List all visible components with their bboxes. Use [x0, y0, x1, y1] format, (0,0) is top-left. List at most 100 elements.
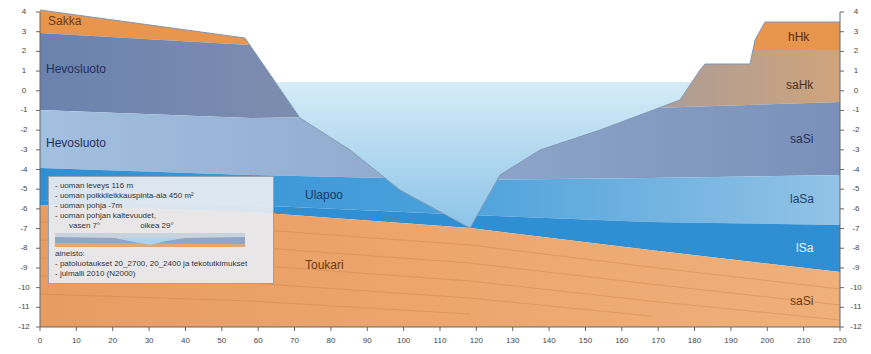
- axis-tick: [840, 228, 844, 229]
- axis-tick: [36, 149, 40, 150]
- axis-tick: [840, 51, 844, 52]
- axis-number: 1: [22, 66, 26, 76]
- axis-number: 180: [688, 336, 701, 346]
- axis-tick: [803, 327, 804, 331]
- axis-number: 210: [797, 336, 810, 346]
- axis-tick: [840, 90, 844, 91]
- axis-number: 60: [254, 336, 263, 346]
- axis-tick: [840, 287, 844, 288]
- layer-label: Hevosluoto: [46, 136, 106, 150]
- layer-label: saHk: [786, 78, 813, 92]
- axis-number: 30: [145, 336, 154, 346]
- axis-tick: [36, 228, 40, 229]
- info-text: - julmalli 2010 (N2000): [55, 269, 267, 279]
- layer-label: hHk: [788, 30, 809, 44]
- axis-tick: [330, 327, 331, 331]
- info-box: - uoman leveys 116 m- uoman poikkileikka…: [48, 176, 274, 284]
- axis-number: 130: [506, 336, 519, 346]
- axis-number: -3: [20, 145, 27, 155]
- info-text: - uoman leveys 116 m: [55, 181, 267, 191]
- axis-number: 140: [542, 336, 555, 346]
- axis-number: 0: [854, 86, 858, 96]
- axis-tick: [840, 110, 844, 111]
- axis-tick: [36, 90, 40, 91]
- axis-tick: [658, 327, 659, 331]
- axis-number: 200: [761, 336, 774, 346]
- axis-number: 50: [217, 336, 226, 346]
- axis-number: -7: [20, 224, 27, 234]
- axis-number: 70: [290, 336, 299, 346]
- axis-tick: [840, 327, 841, 331]
- info-text: - uoman pohja -7m: [55, 201, 267, 211]
- axis-tick: [36, 169, 40, 170]
- axis-number: -8: [852, 243, 859, 253]
- axis-tick: [149, 327, 150, 331]
- axis-tick: [36, 51, 40, 52]
- axis-number: 220: [833, 336, 846, 346]
- axis-number: -12: [850, 322, 862, 332]
- axis-tick: [36, 248, 40, 249]
- axis-tick: [36, 267, 40, 268]
- slope-row: vasen 7° oikea 29°: [55, 221, 267, 231]
- axis-tick: [840, 327, 844, 328]
- axis-tick: [76, 327, 77, 331]
- axis-tick: [585, 327, 586, 331]
- layer-label: Hevosluoto: [46, 62, 106, 76]
- axis-tick: [36, 327, 40, 328]
- axis-number: -3: [852, 145, 859, 155]
- axis-tick: [36, 31, 40, 32]
- axis-tick: [549, 327, 550, 331]
- axis-tick: [36, 307, 40, 308]
- axis-tick: [840, 130, 844, 131]
- axis-number: -5: [852, 184, 859, 194]
- info-text: aineisto:: [55, 249, 267, 259]
- axis-tick: [694, 327, 695, 331]
- axis-number: -1: [20, 105, 27, 115]
- axis-tick: [221, 327, 222, 331]
- layer-label: lSa: [796, 241, 813, 255]
- axis-number: 170: [651, 336, 664, 346]
- axis-number: -5: [20, 184, 27, 194]
- axis-number: -6: [20, 204, 27, 214]
- axis-tick: [840, 189, 844, 190]
- axis-number: 2: [22, 46, 26, 56]
- axis-tick: [840, 31, 844, 32]
- axis-tick: [258, 327, 259, 331]
- axis-tick: [840, 169, 844, 170]
- axis-tick: [36, 12, 40, 13]
- axis-tick: [367, 327, 368, 331]
- info-text: vasen 7°: [69, 221, 100, 231]
- axis-tick: [36, 189, 40, 190]
- axis-number: -9: [852, 263, 859, 273]
- info-text: - uoman pohjan kaltevuudet,: [55, 211, 267, 221]
- axis-number: -1: [852, 105, 859, 115]
- axis-number: 20: [108, 336, 117, 346]
- axis-number: 160: [615, 336, 628, 346]
- layer-label: saSi: [790, 294, 813, 308]
- axis-tick: [840, 248, 844, 249]
- thumbnail-section: [55, 233, 245, 247]
- axis-number: 190: [724, 336, 737, 346]
- axis-number: -6: [852, 204, 859, 214]
- axis-number: -10: [850, 283, 862, 293]
- axis-tick: [730, 327, 731, 331]
- axis-tick: [36, 110, 40, 111]
- axis-number: -2: [20, 125, 27, 135]
- axis-number: -8: [20, 243, 27, 253]
- layer-label: laSa: [790, 192, 814, 206]
- axis-number: 3: [22, 27, 26, 37]
- layer-label: Ulapoo: [305, 188, 343, 202]
- axis-number: 2: [854, 46, 858, 56]
- axis-number: 1: [854, 66, 858, 76]
- axis-number: 120: [470, 336, 483, 346]
- axis-tick: [840, 149, 844, 150]
- axis-number: -4: [852, 165, 859, 175]
- axis-number: -10: [18, 283, 30, 293]
- layer-label: saSi: [790, 132, 813, 146]
- axis-number: -12: [18, 322, 30, 332]
- axis-tick: [36, 130, 40, 131]
- axis-tick: [621, 327, 622, 331]
- axis-tick: [36, 71, 40, 72]
- info-text: oikea 29°: [140, 221, 173, 231]
- axis-number: 0: [22, 86, 26, 96]
